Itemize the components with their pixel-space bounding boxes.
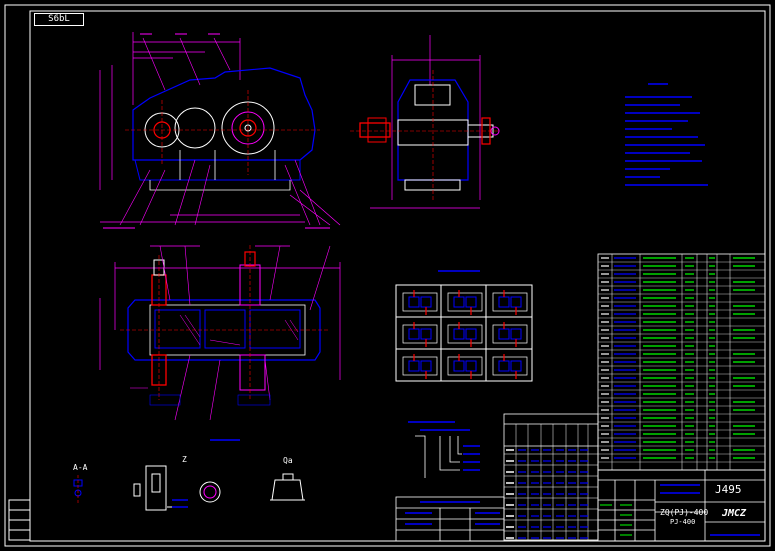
left-side-strip [8, 499, 31, 541]
schematic-gear [465, 360, 477, 372]
outer-border [4, 4, 771, 547]
detail-views [73, 439, 305, 511]
schematic-housing [447, 292, 483, 312]
title-block [597, 469, 766, 542]
schematic-gear [408, 328, 420, 340]
section-view [99, 245, 341, 421]
schematic-gear [453, 296, 465, 308]
schematic-housing [402, 356, 438, 376]
side-view [350, 35, 500, 209]
schematic-gear [510, 328, 522, 340]
schematic-housing [447, 356, 483, 376]
schematic-gear [510, 360, 522, 372]
drawing-stamp: S6bL [34, 13, 84, 26]
technical-requirements [625, 83, 708, 186]
schematic-gear [465, 328, 477, 340]
section-label-aa: A-A [73, 463, 88, 472]
schematic-housing [402, 324, 438, 344]
schematic-gear [453, 360, 465, 372]
schematic-housing [447, 324, 483, 344]
schematic-gear [465, 296, 477, 308]
inner-border [29, 10, 766, 542]
schematic-gear [498, 360, 510, 372]
model-label: ZQ(PJ)-400 [660, 508, 709, 517]
parameters-block [395, 496, 505, 542]
schematic-gear [510, 296, 522, 308]
schematic-gear [408, 360, 420, 372]
schematic-gear [408, 296, 420, 308]
parts-list [597, 253, 766, 471]
model-code-legend [408, 421, 480, 478]
drawing-number: J495 [715, 483, 742, 496]
front-view [99, 32, 341, 229]
schematic-housing [492, 324, 528, 344]
schematic-gear [420, 360, 432, 372]
assembly-schematic-grid [395, 270, 533, 382]
schematic-gear [453, 328, 465, 340]
schematic-housing [402, 292, 438, 312]
ratio-table [503, 413, 599, 541]
schematic-cells [402, 290, 528, 379]
schematic-gear [498, 328, 510, 340]
schematic-gear [498, 296, 510, 308]
company-logo: JMCZ [722, 508, 747, 519]
schematic-housing [492, 356, 528, 376]
section-label-qa: Qa [283, 456, 293, 465]
model-sub-label: PJ-400 [670, 518, 696, 526]
schematic-gear [420, 296, 432, 308]
schematic-gear [420, 328, 432, 340]
schematic-housing [492, 292, 528, 312]
section-label-z: Z [182, 455, 187, 464]
